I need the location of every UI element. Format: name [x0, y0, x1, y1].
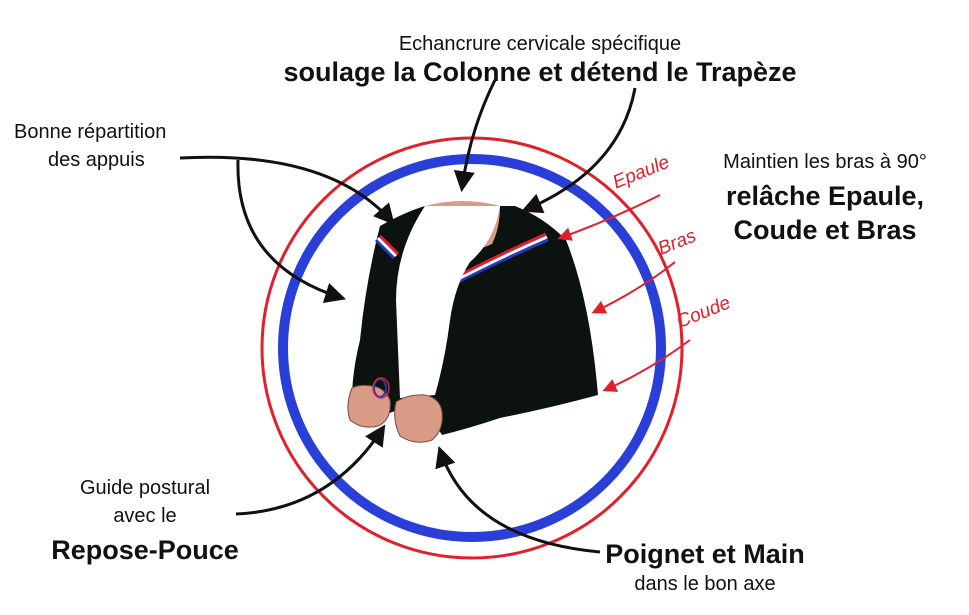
right-caption-line3: Coude et Bras — [733, 215, 917, 245]
top-caption-line1: Echancrure cervicale spécifique — [398, 33, 682, 55]
arrow-top-to-neck — [453, 79, 497, 193]
arrow-left-to-shoulder — [179, 155, 395, 226]
right-caption-line2: relâche Epaule, — [725, 181, 925, 211]
right-hand — [394, 394, 443, 443]
guide-caption-line3: Repose-Pouce — [51, 535, 239, 565]
left-caption-line2: des appuis — [48, 149, 145, 171]
left-hand — [347, 384, 391, 428]
guide-caption-line1: Guide postural — [79, 477, 211, 499]
arrow-guide-to-thumb — [235, 424, 386, 516]
left-caption-line1: Bonne répartition — [14, 121, 167, 143]
arrow-epaule — [557, 194, 661, 241]
arrow-left-to-back — [236, 159, 347, 304]
arrow-bras — [591, 261, 676, 314]
poignet-caption-line2: dans le bon axe — [634, 573, 776, 595]
right-strap-tricolor — [457, 238, 549, 284]
arrow-coude — [602, 339, 691, 392]
guide-caption-line2: avec le — [113, 505, 177, 527]
white-sling-band — [396, 206, 500, 398]
arrow-top-to-trapeze — [521, 87, 637, 214]
arrow-poignet-to-wrist — [435, 446, 601, 554]
inner-blue-ring — [278, 154, 666, 542]
poignet-caption-line1: Poignet et Main — [605, 539, 805, 569]
top-caption-line2: soulage la Colonne et détend le Trapèze — [283, 57, 797, 87]
right-caption-line1: Maintien les bras à 90° — [723, 151, 927, 173]
left-strap-tricolor — [374, 238, 396, 260]
thumb-guide-ring — [373, 378, 387, 398]
